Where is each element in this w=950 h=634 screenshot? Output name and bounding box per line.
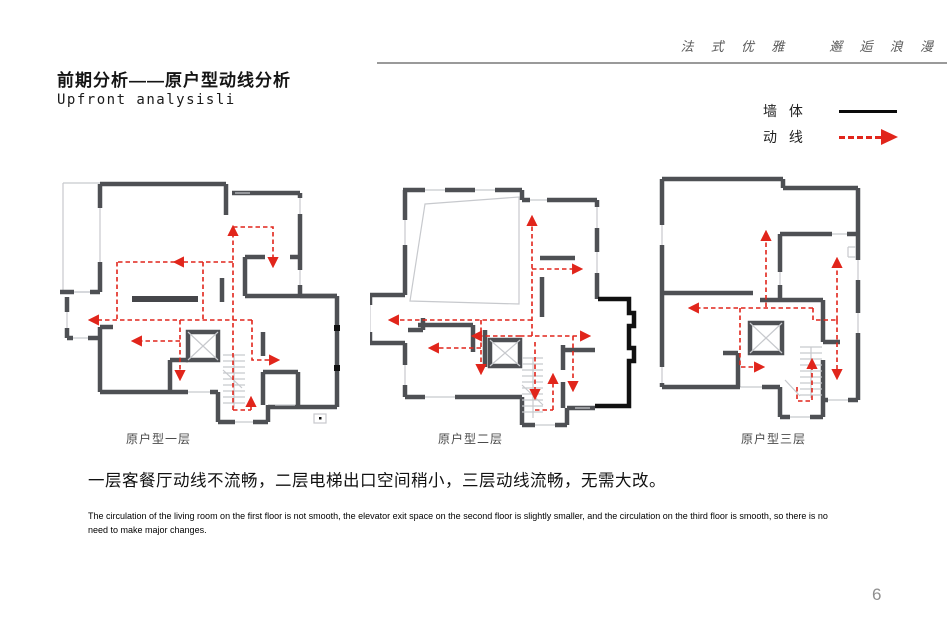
- plan-3-label: 原户型三层: [741, 432, 807, 446]
- brand-motto-part1: 法 式 优 雅: [680, 39, 792, 54]
- plan-1-label: 原户型一层: [126, 432, 192, 446]
- plan-2-label: 原户型二层: [438, 432, 504, 446]
- brand-motto: 法 式 优 雅邂 逅 浪 漫: [610, 36, 940, 55]
- floor-plan-3: [659, 176, 861, 420]
- page-title: 前期分析——原户型动线分析: [57, 71, 291, 90]
- page-number: 6: [872, 585, 882, 604]
- header-divider-line: [377, 62, 947, 64]
- page-subtitle: Upfront analysisli: [57, 92, 236, 108]
- wall-line-swatch: [839, 109, 897, 113]
- legend-wall-row: 墙 体: [763, 98, 898, 124]
- legend-flow-label: 动 线: [763, 129, 807, 145]
- analysis-text-en: The circulation of the living room on th…: [88, 511, 828, 535]
- flow-arrowhead-icon: [881, 129, 898, 145]
- legend-flow-row: 动 线: [763, 124, 898, 150]
- legend-wall-label: 墙 体: [763, 103, 807, 119]
- floor-plan-1: [60, 181, 340, 425]
- floor-plan-2: [370, 187, 637, 428]
- flow-dash-icon: [839, 135, 881, 139]
- brand-motto-part2: 邂 逅 浪 漫: [829, 39, 940, 54]
- analysis-text-cn: 一层客餐厅动线不流畅，二层电梯出口空间稍小，三层动线流畅，无需大改。: [88, 471, 666, 490]
- legend: 墙 体 动 线: [763, 98, 898, 150]
- flow-arrow-swatch: [839, 129, 898, 145]
